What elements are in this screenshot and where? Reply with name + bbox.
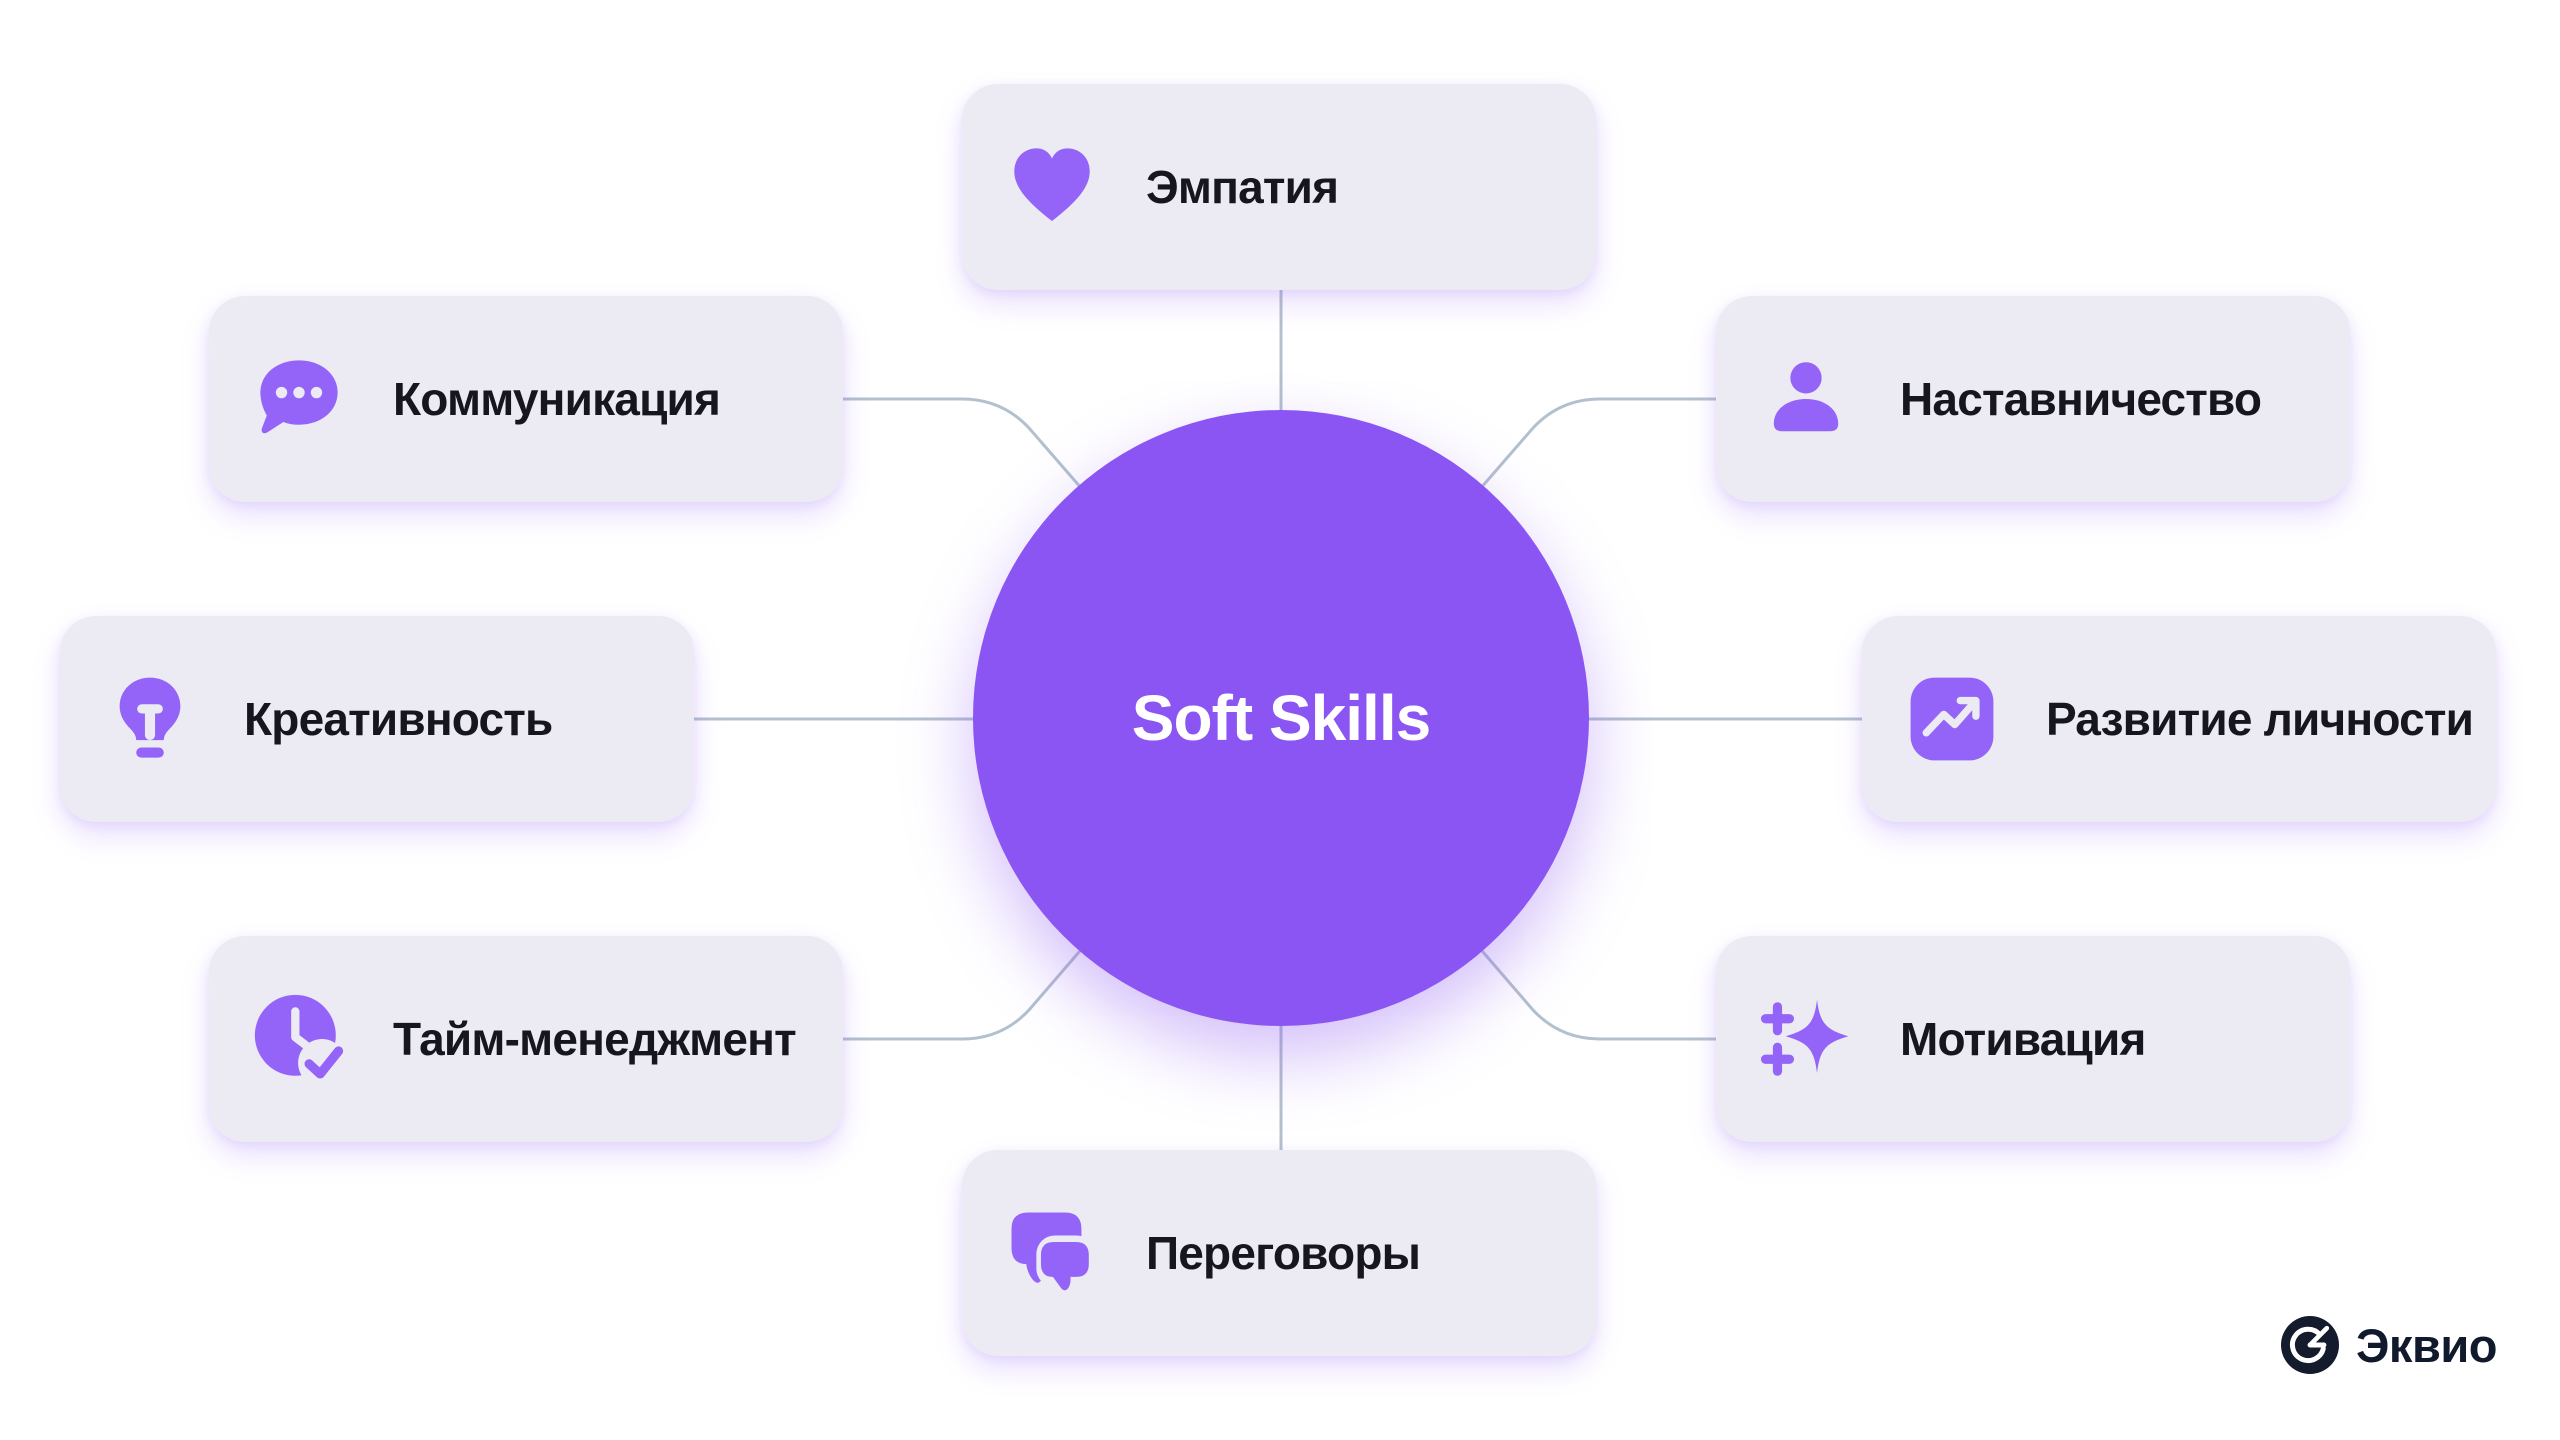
skill-card-empathy: Эмпатия <box>962 84 1596 290</box>
skill-label: Креативность <box>244 693 553 745</box>
skill-card-motivation: Мотивация <box>1716 936 2350 1142</box>
center-node-soft-skills: Soft Skills <box>973 410 1589 1026</box>
skill-card-negotiations: Переговоры <box>962 1150 1596 1356</box>
sparkles-icon <box>1760 993 1852 1085</box>
ekvio-logo-icon <box>2281 1316 2339 1374</box>
ekvio-logo-text: Эквио <box>2356 1318 2497 1372</box>
skill-card-time-management: Тайм-менеджмент <box>209 936 843 1142</box>
skill-label: Коммуникация <box>393 373 721 425</box>
skill-label: Мотивация <box>1900 1013 2146 1065</box>
person-icon <box>1760 353 1852 445</box>
connector-top-right <box>1279 397 1718 720</box>
skill-label: Наставничество <box>1900 373 2262 425</box>
skill-label: Тайм-менеджмент <box>393 1013 797 1065</box>
center-node-label: Soft Skills <box>1131 682 1431 754</box>
ekvio-logo: Эквио <box>2281 1316 2497 1374</box>
skill-label: Переговоры <box>1146 1227 1421 1279</box>
clock-check-icon <box>253 993 346 1087</box>
skill-card-mentoring: Наставничество <box>1716 296 2350 502</box>
connector-top-left <box>841 397 1283 720</box>
connector-bottom-right <box>1279 716 1718 1041</box>
lightbulb-icon <box>104 673 196 765</box>
chat-bubble-dots-icon <box>253 353 345 445</box>
chat-double-icon <box>1006 1207 1098 1299</box>
skill-label: Эмпатия <box>1146 161 1339 213</box>
heart-icon <box>1006 141 1098 233</box>
skill-card-personal-development: Развитие личности <box>1862 616 2496 822</box>
connector-bottom-left <box>841 716 1283 1041</box>
skill-card-communication: Коммуникация <box>209 296 843 502</box>
trend-up-icon <box>1906 673 1998 765</box>
skill-label: Развитие личности <box>2046 693 2474 745</box>
skill-card-creativity: Креативность <box>60 616 694 822</box>
